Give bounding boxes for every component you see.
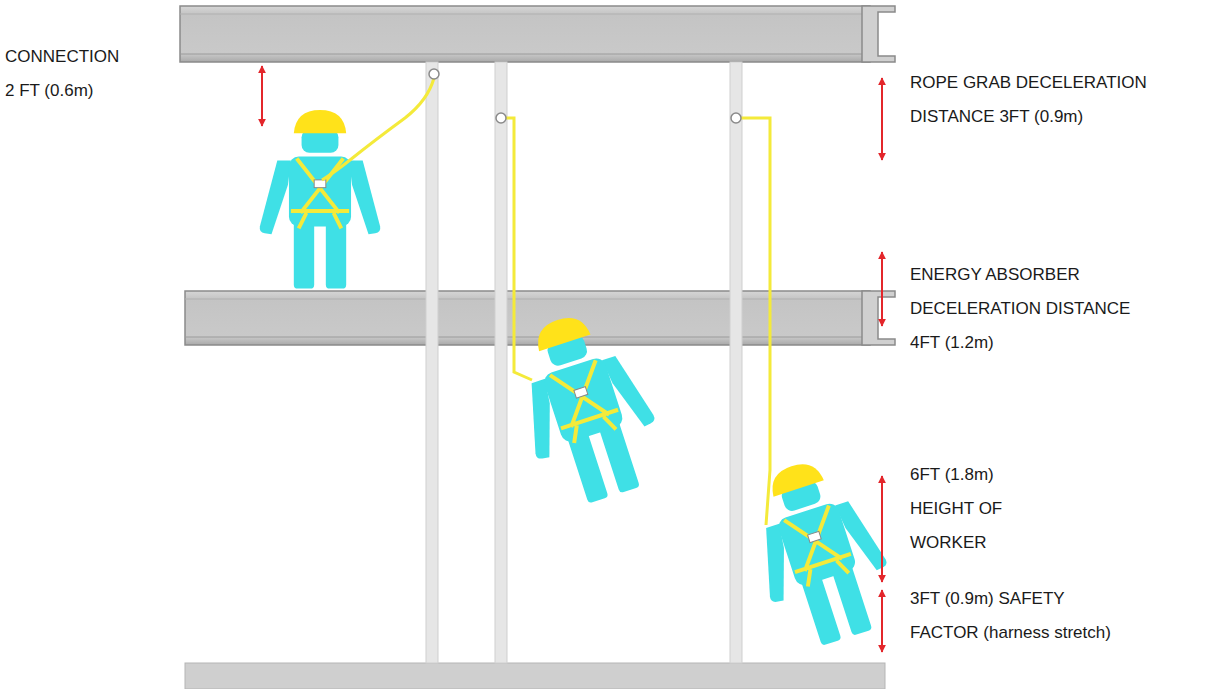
lanyards bbox=[322, 78, 770, 525]
dimension-label: ENERGY ABSORBER DECELERATION DISTANCE 4F… bbox=[910, 258, 1150, 360]
falling-worker bbox=[733, 447, 905, 656]
dimension-label: 6FT (1.8m) HEIGHT OF WORKER bbox=[910, 458, 1010, 560]
dimension-label: ROPE GRAB DECELERATION DISTANCE 3FT (0.9… bbox=[910, 66, 1180, 134]
vertical-lifelines bbox=[426, 62, 742, 663]
top-beam bbox=[180, 6, 895, 62]
dimension-label: CONNECTION 2 FT (0.6m) bbox=[5, 40, 127, 108]
anchor-rings bbox=[429, 69, 741, 123]
dimension-arrows bbox=[262, 66, 882, 652]
dimension-label: 3FT (0.9m) SAFETY FACTOR (harness stretc… bbox=[910, 582, 1122, 650]
ground-slab bbox=[185, 663, 885, 689]
standing-worker bbox=[260, 110, 381, 288]
falling-worker bbox=[498, 301, 673, 514]
